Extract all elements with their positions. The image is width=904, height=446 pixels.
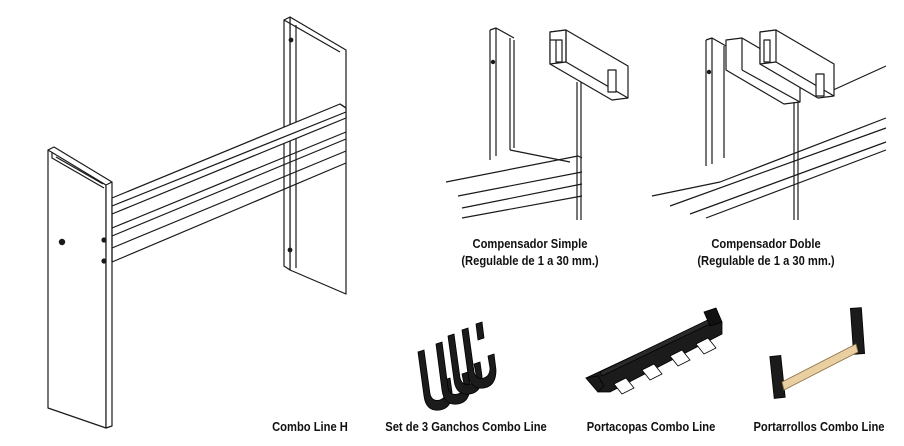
caption-compensador-doble: Compensador Doble (Regulable de 1 a 30 m… [680, 235, 852, 269]
portacopas-illustration [585, 307, 723, 395]
compensador-doble-title: Compensador Doble [711, 236, 821, 251]
compensador-simple-subtitle: (Regulable de 1 a 30 mm.) [461, 253, 599, 268]
caption-portarrollos: Portarrollos Combo Line [753, 419, 885, 434]
compensador-doble-subtitle: (Regulable de 1 a 30 mm.) [697, 253, 835, 268]
compensador-simple-illustration [445, 27, 629, 220]
ganchos-illustration [417, 321, 497, 411]
compensador-simple-title: Compensador Simple [472, 236, 588, 251]
caption-portacopas: Portacopas Combo Line [586, 419, 716, 434]
compensador-doble-illustration [651, 29, 887, 220]
caption-ganchos: Set de 3 Ganchos Combo Line [385, 419, 547, 434]
portarrollos-illustration [769, 307, 866, 399]
combo-line-h-frame-illustration [47, 16, 347, 429]
caption-combo-line-h: Combo Line H [272, 419, 348, 434]
caption-compensador-simple: Compensador Simple (Regulable de 1 a 30 … [444, 235, 616, 269]
